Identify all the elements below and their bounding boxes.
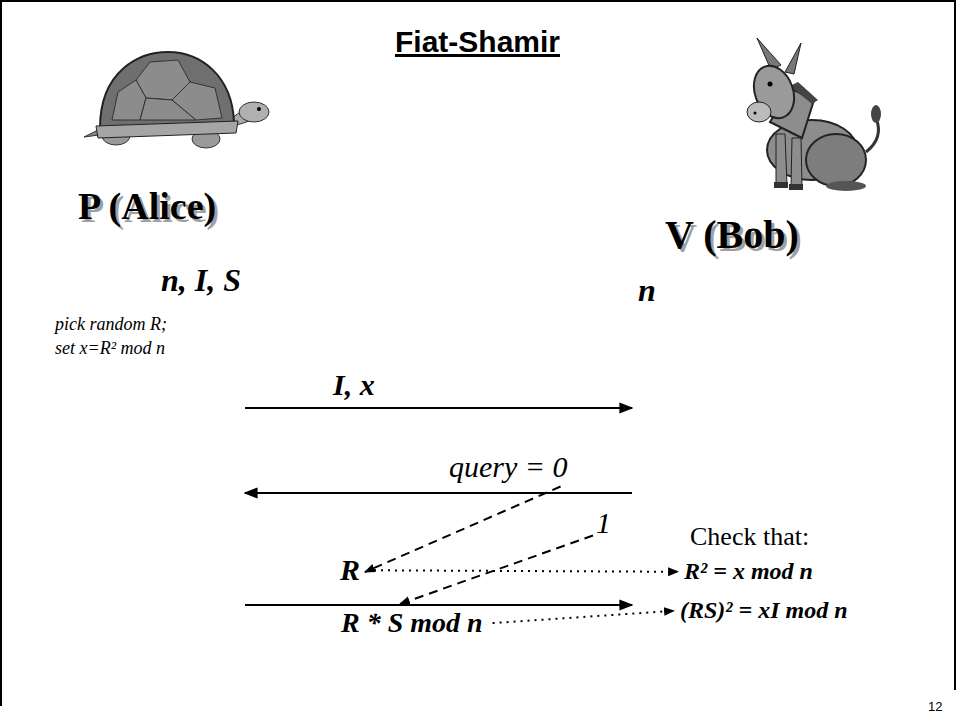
donkey-illustration [785,43,801,74]
turtle-illustration [239,102,269,122]
turtle-illustration [84,52,269,148]
message-arrow [245,604,632,606]
message-label: query = 0 [446,450,571,485]
choice-leader [400,536,593,605]
donkey-illustration [768,82,773,87]
check-leader [367,570,678,572]
donkey-illustration [806,134,866,186]
verifier-check: R² = x mod n [684,558,813,586]
prover-step: pick random R; set x=R² mod n [55,312,179,361]
turtle-illustration [112,80,146,120]
donkey-illustration [826,181,866,191]
message-label: I, x [330,368,378,403]
slide-title: Fiat-Shamir [395,24,560,60]
turtle-illustration [100,52,234,128]
page-number: 12 [928,700,942,715]
donkey-illustration [791,138,802,186]
donkey-illustration [747,60,801,124]
donkey-illustration [871,105,881,123]
prover-secrets: n, I, S [161,262,241,299]
turtle-illustration [96,121,238,138]
donkey-illustration [747,102,771,122]
turtle-illustration [140,98,196,120]
donkey-illustration [774,182,788,188]
prover-response: R * S mod n [338,607,486,639]
check-heading: Check that: [690,522,809,552]
donkey-illustration [754,112,757,115]
party-name: P (Alice) [78,185,216,229]
verifier-check: (RS)² = xI mod n [680,597,848,625]
query-option: 1 [596,506,611,541]
check-leader [493,611,674,623]
donkey-illustration [789,184,803,190]
message-arrow [245,407,632,409]
turtle-illustration [257,107,261,111]
donkey-illustration [866,118,878,152]
party-name: V (Bob) [665,212,799,258]
verifier-knowledge: n [638,272,656,309]
slide-frame [1,1,955,706]
prover-column: P (Alice) n, I, S pick random R; set x=R² … [40,50,245,620]
prover-response: R [340,553,360,588]
message-arrow [245,492,632,494]
choice-leader [365,487,561,572]
donkey-illustration [747,38,881,191]
donkey-illustration [776,134,787,184]
